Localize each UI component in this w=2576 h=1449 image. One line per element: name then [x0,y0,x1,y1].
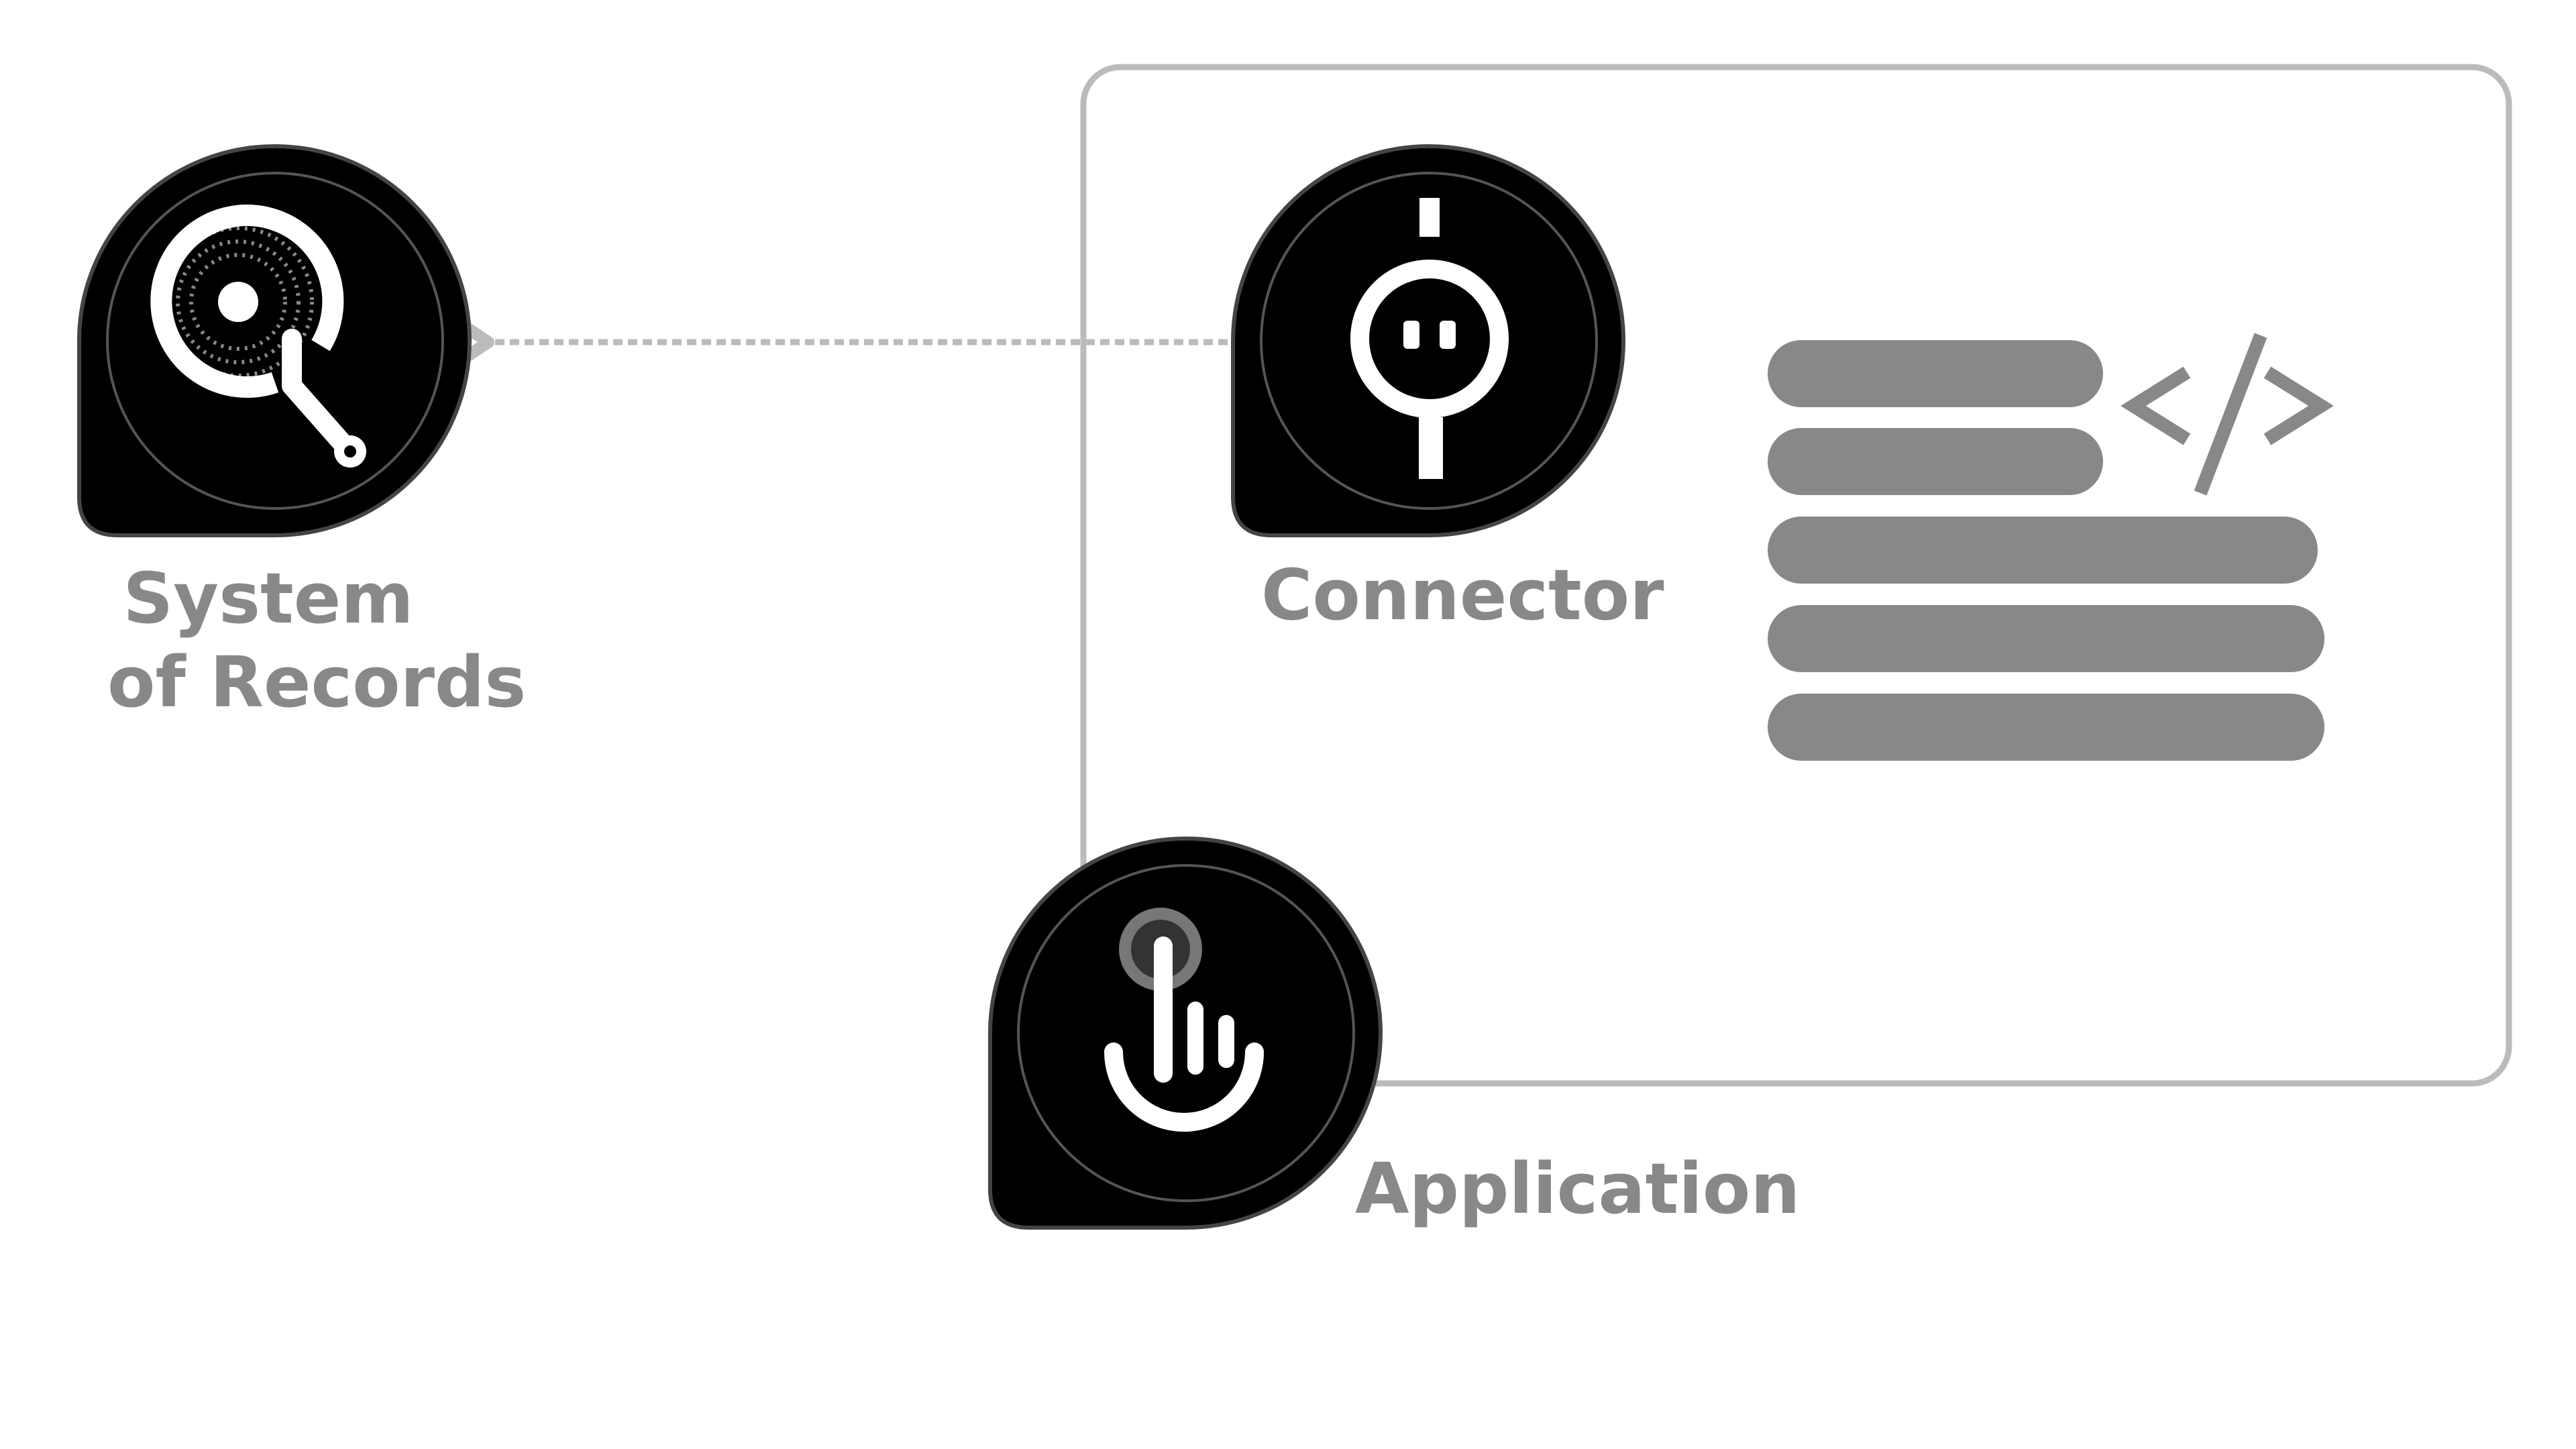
code-panel [1768,333,2334,761]
code-line [1768,694,2324,761]
code-line [1768,517,2318,584]
connector-node[interactable] [1231,144,1625,537]
code-brackets-icon [2121,333,2334,496]
connector-plug-icon [1350,198,1509,479]
application-frame [1080,64,2512,1087]
system-of-records-label-line1: System [123,557,414,639]
system-of-records-label-line2: of Records [107,641,527,723]
connector-label: Connector [1261,554,1664,636]
code-line [1768,605,2324,672]
application-label: Application [1355,1148,1801,1230]
code-line [1768,428,2103,495]
tap-hand-icon [1104,908,1264,1132]
application-node[interactable] [988,836,1383,1230]
system-of-records-node[interactable] [77,144,472,537]
turntable-icon [150,204,366,468]
code-line [1768,340,2103,407]
system-of-records-label: System of Records [107,557,527,724]
